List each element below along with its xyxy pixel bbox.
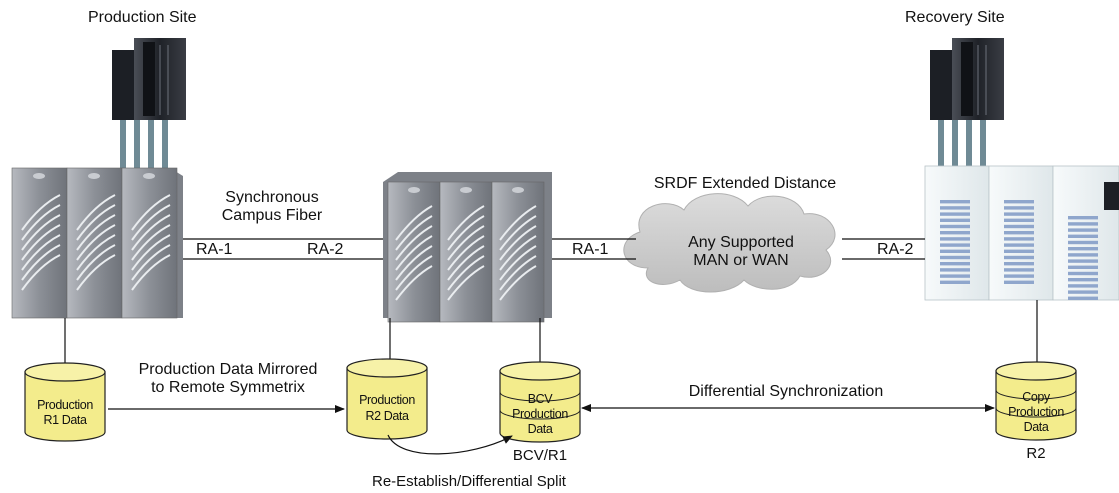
disk-bcv-line3: Data [528, 422, 553, 436]
disk-copy-icon [995, 361, 1077, 441]
port-label-left-ra2: RA-2 [307, 241, 344, 258]
reestablish-label: Re-Establish/Differential Split [372, 473, 567, 490]
recovery-mainframe-icon [930, 38, 1004, 168]
production-mainframe-icon [112, 38, 186, 168]
recovery-site-label: Recovery Site [905, 9, 1005, 26]
remote-symmetrix-icon [383, 172, 552, 323]
disk-bcv-icon [499, 361, 581, 443]
disk-bcv-line2: Production [512, 407, 568, 421]
disk-bcv-line1: BCV [528, 392, 554, 406]
cloud-label-line2: MAN or WAN [693, 252, 788, 269]
diff-sync-label: Differential Synchronization [689, 383, 883, 400]
reestablish-arrow [387, 434, 513, 455]
campus-fiber-label-line1: Synchronous [225, 189, 318, 206]
port-label-right-ra1: RA-1 [572, 241, 609, 258]
campus-fiber-label-line2: Campus Fiber [222, 207, 323, 224]
link-lines [64, 238, 1038, 370]
disk-r1-line1: Production [37, 398, 93, 412]
production-site-label: Production Site [88, 9, 197, 26]
disk-copy-line1: Copy [1022, 390, 1051, 404]
disk-copy-line3: Data [1024, 420, 1049, 434]
mirror-label-line2: to Remote Symmetrix [151, 379, 305, 396]
production-symmetrix-icon [11, 167, 183, 319]
port-label-left-ra1: RA-1 [196, 241, 233, 258]
srdf-distance-label: SRDF Extended Distance [654, 175, 836, 192]
cloud-label-line1: Any Supported [688, 234, 794, 251]
mirror-label-line1: Production Data Mirrored [139, 361, 318, 378]
disk-copy-caption: R2 [1026, 445, 1045, 462]
disk-r2-line2: R2 Data [365, 409, 409, 423]
disk-group [24, 358, 1077, 443]
disk-copy-line2: Production [1008, 405, 1064, 419]
port-label-right-ra2: RA-2 [877, 241, 914, 258]
disk-r2-line1: Production [359, 393, 415, 407]
disk-bcv-caption: BCV/R1 [513, 447, 567, 464]
disk-r1-icon [24, 362, 106, 442]
disk-r1-line2: R1 Data [43, 413, 87, 427]
wan-cloud-icon [623, 193, 836, 293]
recovery-storage-icon [924, 165, 1119, 301]
